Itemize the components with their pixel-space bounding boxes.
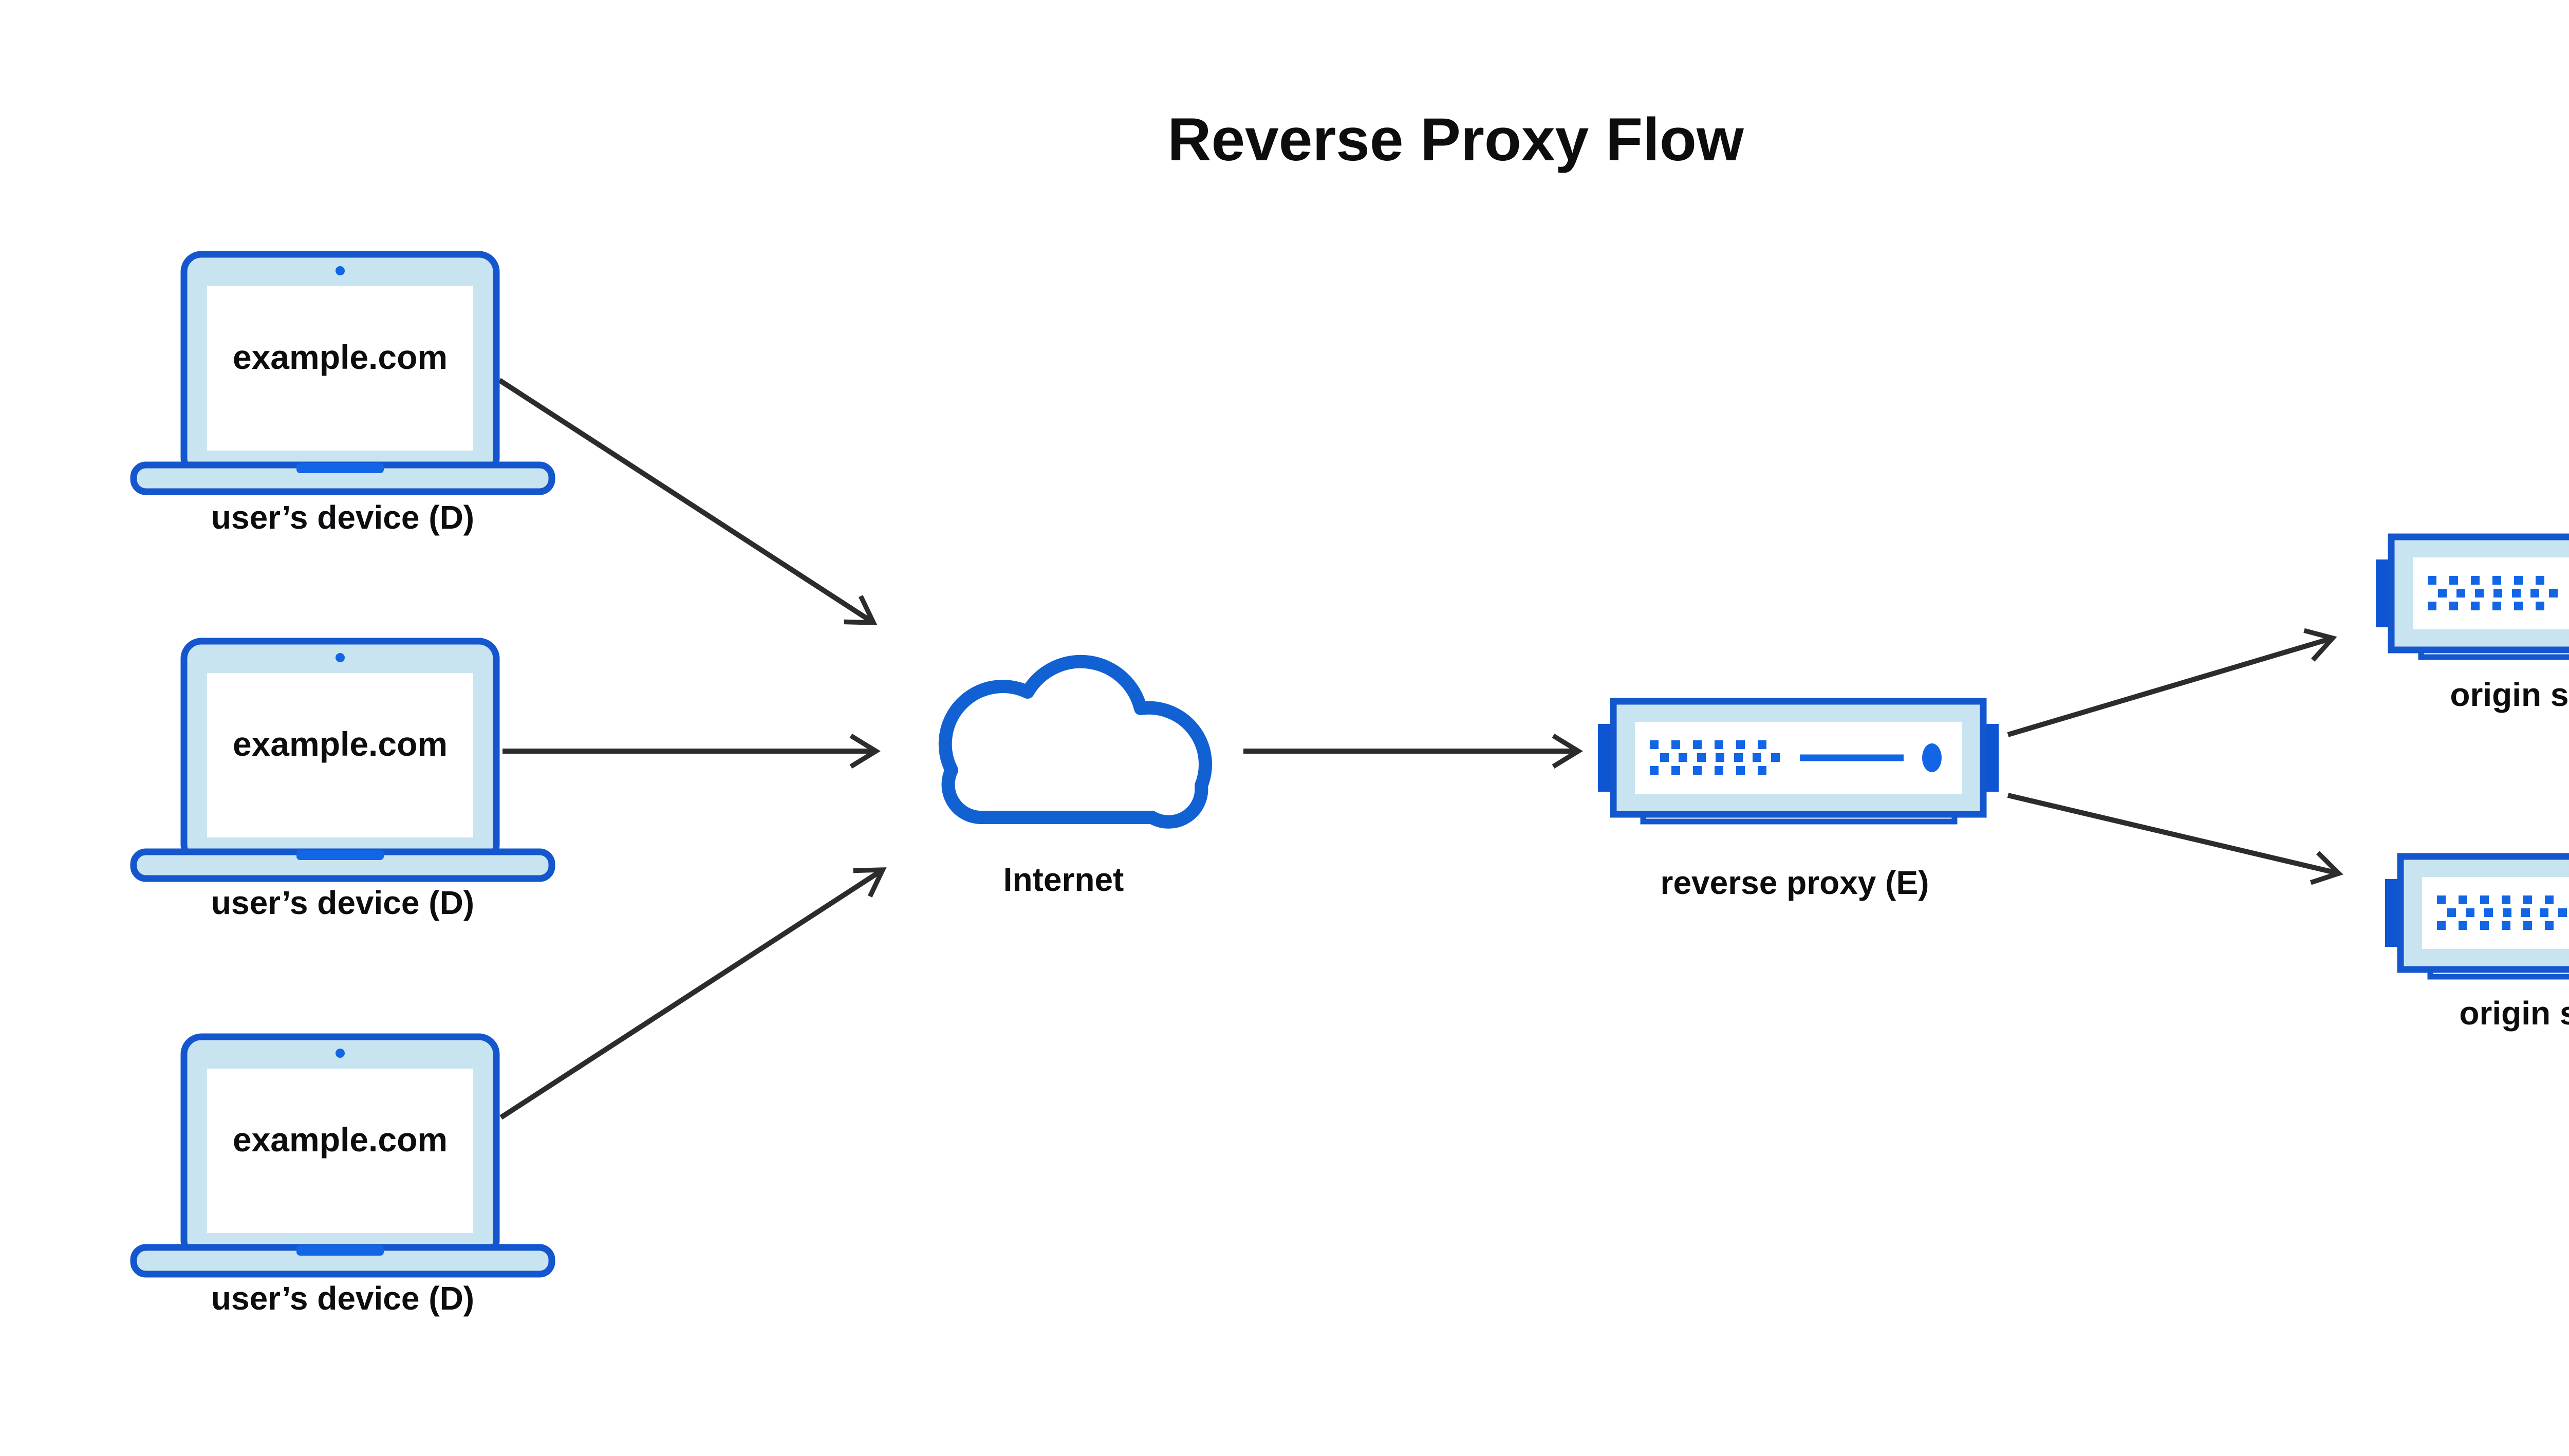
- arrow-device3-to-internet: [499, 867, 887, 1120]
- arrow-device1-to-internet: [498, 378, 878, 625]
- device3-screen-url: example.com: [233, 1121, 448, 1159]
- page-title: Reverse Proxy Flow: [1167, 106, 1744, 174]
- device1-screen-url: example.com: [233, 338, 448, 376]
- device1-label: user’s device (D): [211, 499, 474, 536]
- reverse-proxy-label: reverse proxy (E): [1661, 864, 1929, 901]
- internet-label: Internet: [1003, 861, 1124, 898]
- device2-label: user’s device (D): [211, 884, 474, 921]
- arrow-reverse-proxy-to-origin1: [2007, 628, 2337, 737]
- internet-cloud-icon: [938, 655, 1212, 829]
- origin-server-icon-2: [2385, 856, 2569, 977]
- origin-server1-label: origin server (F): [2450, 676, 2569, 713]
- reverse-proxy-server-icon: [1598, 701, 1999, 822]
- device3-label: user’s device (D): [211, 1280, 474, 1317]
- origin-server2-label: origin server (F): [2459, 995, 2569, 1032]
- origin-server-icon-1: [2376, 537, 2569, 657]
- device2-screen-url: example.com: [233, 725, 448, 763]
- arrow-reverse-proxy-to-origin2: [2007, 793, 2343, 885]
